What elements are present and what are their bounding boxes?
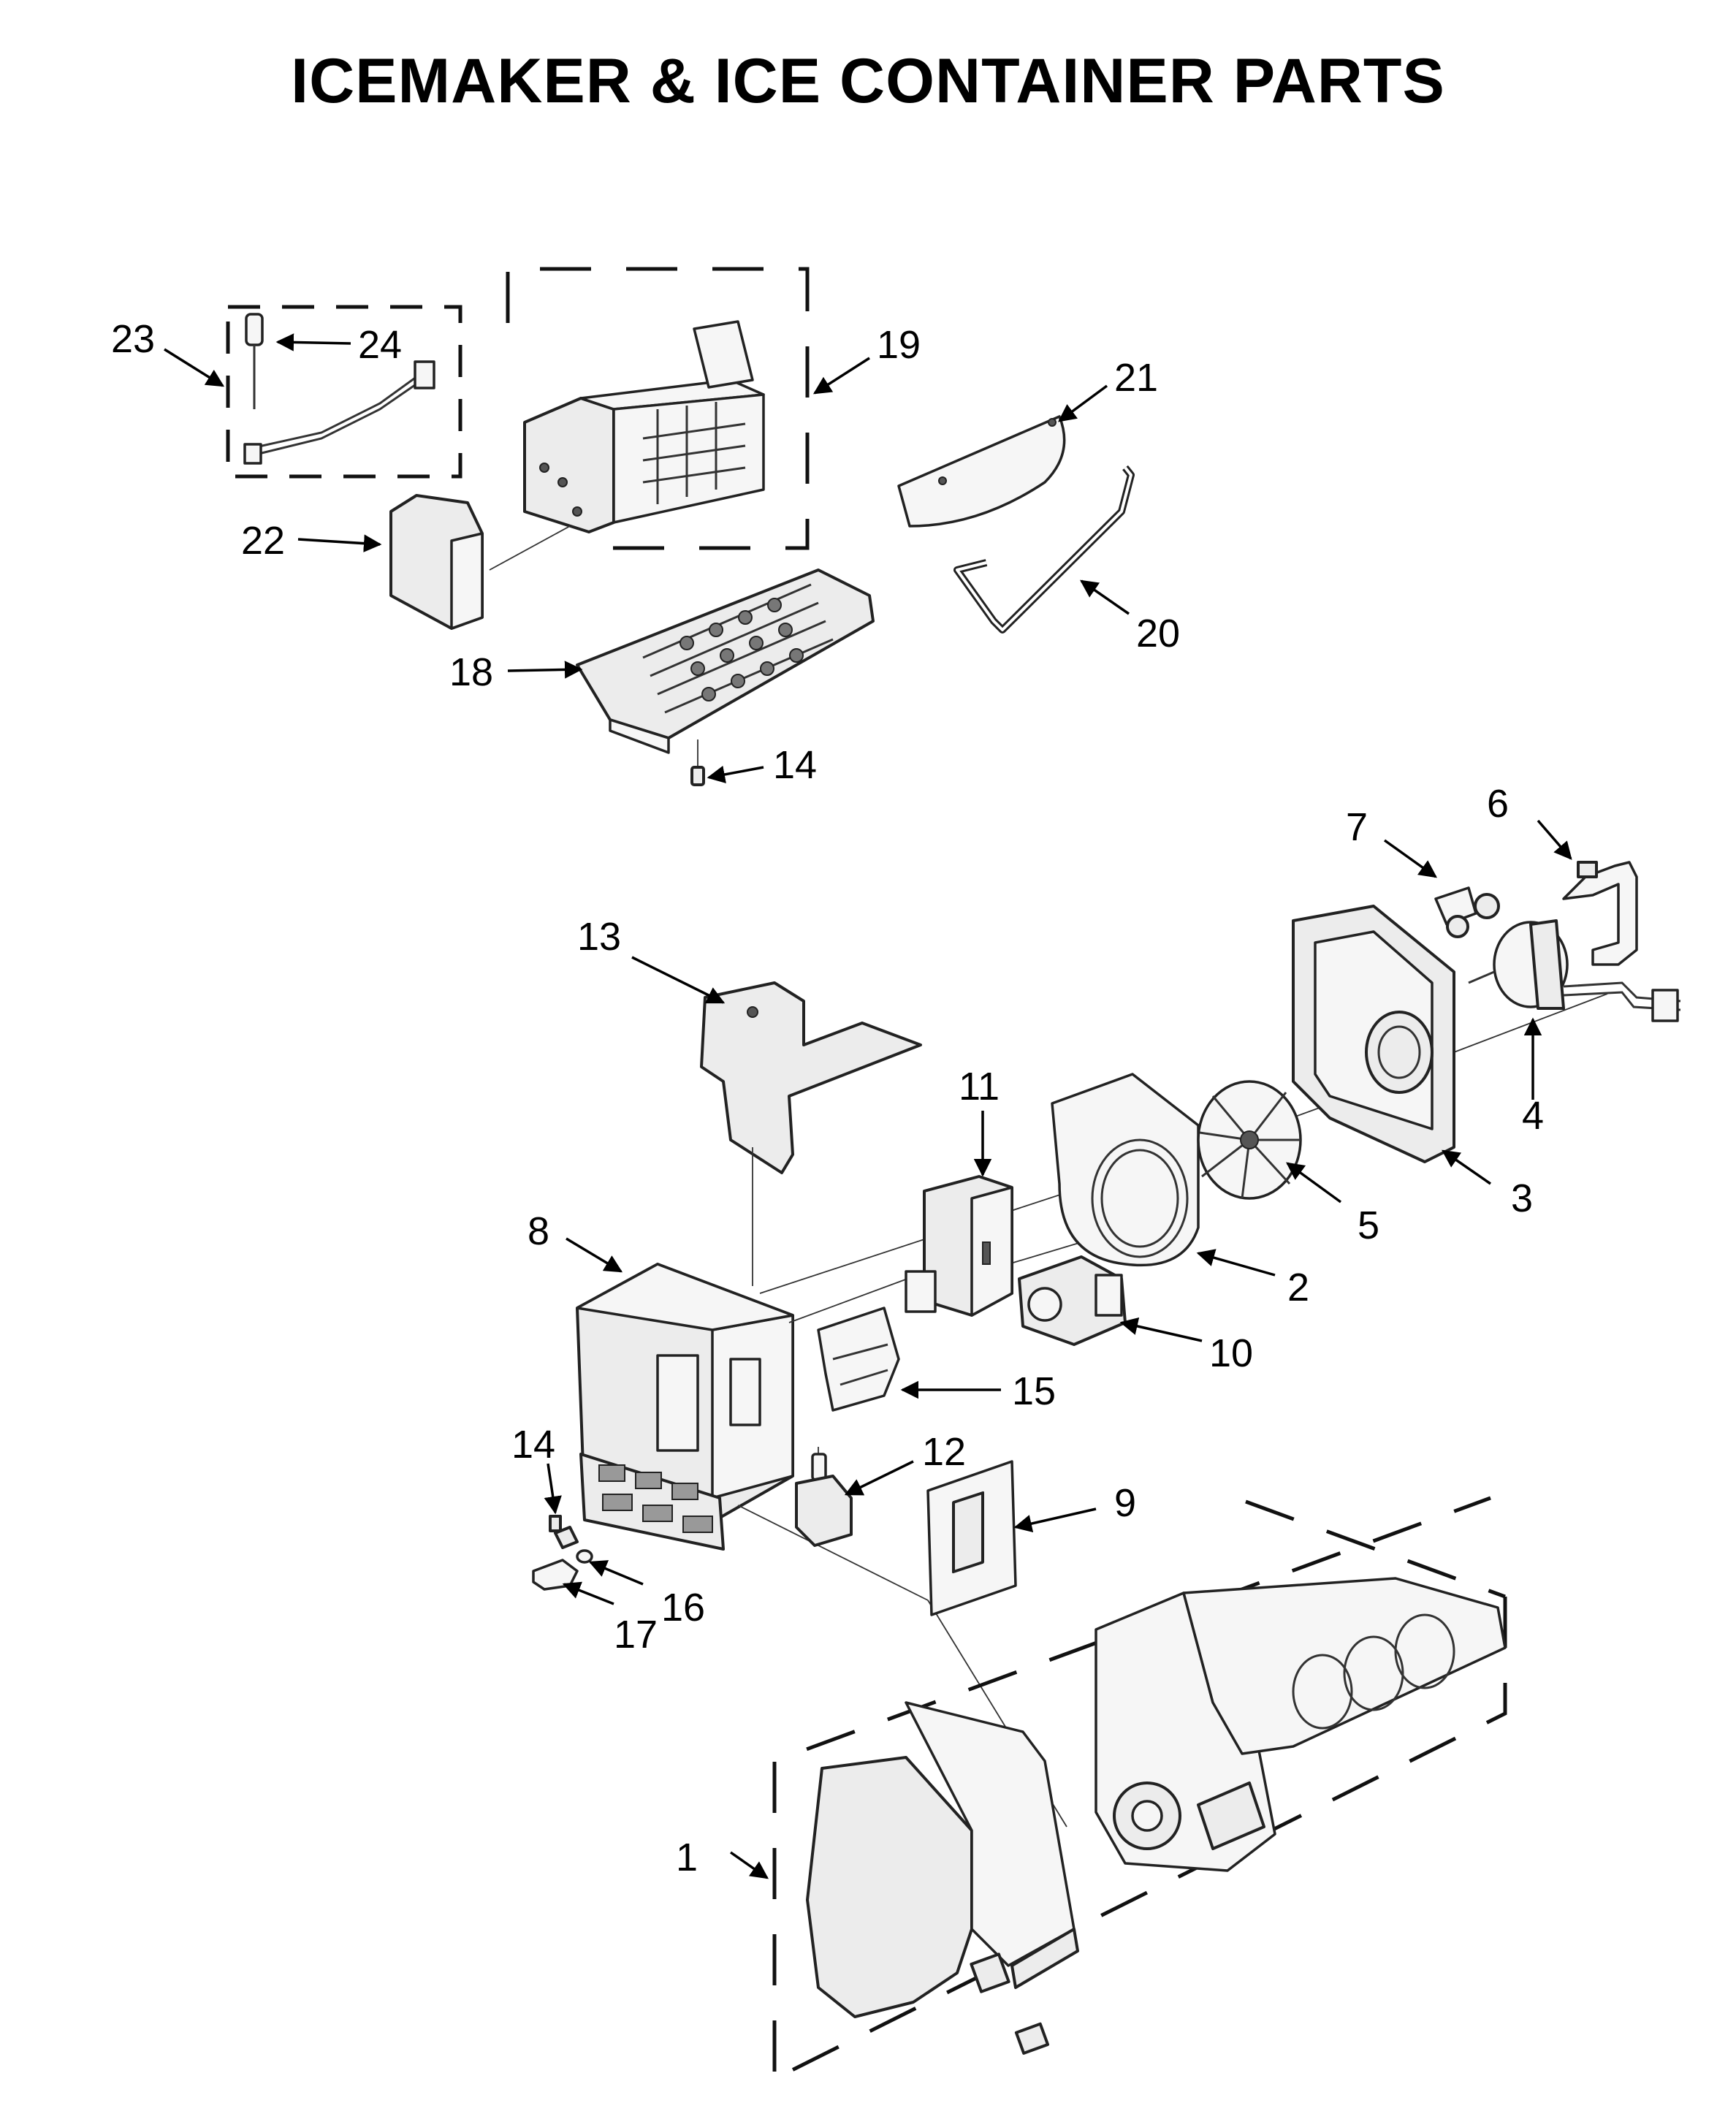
ice-container-group [772, 1496, 1507, 2077]
fan-blade-part-5 [1197, 1080, 1302, 1200]
callout-8: 8 [528, 1209, 549, 1253]
solenoid-part-12 [795, 1453, 853, 1547]
callout-16: 16 [661, 1586, 705, 1629]
callout-14-lower: 14 [511, 1423, 555, 1467]
icemaker-cover-part-22 [389, 494, 571, 630]
callout-17: 17 [614, 1613, 658, 1657]
shutter-part-21 [897, 415, 1066, 528]
callout-11: 11 [959, 1065, 1000, 1108]
callout-4: 4 [1522, 1094, 1544, 1138]
icemaker-group [506, 267, 810, 550]
callout-21: 21 [1114, 356, 1158, 400]
clip-part-7 [1434, 886, 1500, 938]
housing-part-8 [576, 1263, 794, 1551]
wire-harness-group [226, 305, 462, 479]
screw-part-14-upper [690, 766, 705, 786]
icemaker-part-19 [523, 320, 765, 533]
callout-15: 15 [1012, 1369, 1056, 1413]
callout-7: 7 [1346, 805, 1368, 849]
motor-part-10 [1018, 1255, 1127, 1346]
callout-22: 22 [241, 519, 285, 563]
callout-14-upper: 14 [773, 743, 817, 787]
callout-12: 12 [922, 1430, 966, 1474]
callout-20: 20 [1136, 612, 1180, 655]
evaporator-cover-part-3 [1292, 905, 1455, 1163]
callout-2: 2 [1287, 1266, 1309, 1309]
bracket-part-15 [817, 1307, 900, 1412]
leader-lines [164, 333, 1572, 1879]
fan-shroud-part-2 [1051, 1073, 1200, 1267]
bail-arm-part-20 [953, 465, 1135, 634]
page-title: ICEMAKER & ICE CONTAINER PARTS [291, 46, 1445, 116]
callout-13: 13 [577, 915, 621, 959]
bracket-part-11 [905, 1175, 1013, 1317]
bracket-part-6 [1562, 861, 1638, 966]
washer-part-16 [576, 1549, 593, 1564]
wire-harness-part-23 [243, 360, 435, 465]
callout-1: 1 [676, 1836, 698, 1879]
thermistor-part-24 [245, 313, 264, 409]
callout-labels: 23 24 19 21 22 20 18 14 6 7 13 11 4 5 3 … [111, 317, 1544, 1879]
callout-10: 10 [1209, 1331, 1253, 1375]
callout-19: 19 [877, 323, 921, 367]
screw-part-14-lower [549, 1515, 579, 1549]
bracket-part-17 [532, 1559, 579, 1591]
callout-23: 23 [111, 317, 155, 361]
auger-assembly [1094, 1577, 1507, 1872]
ice-container-part-1 [806, 1701, 1079, 2055]
callout-5: 5 [1358, 1203, 1379, 1247]
callout-6: 6 [1487, 782, 1509, 826]
ice-mold-part-18 [576, 568, 875, 766]
callout-9: 9 [1114, 1481, 1136, 1525]
duct-part-13 [700, 981, 922, 1286]
callout-18: 18 [449, 650, 493, 694]
callout-3: 3 [1511, 1176, 1533, 1220]
callout-24: 24 [358, 323, 402, 367]
cover-part-9 [926, 1460, 1017, 1616]
motor-part-4 [1468, 919, 1681, 1022]
